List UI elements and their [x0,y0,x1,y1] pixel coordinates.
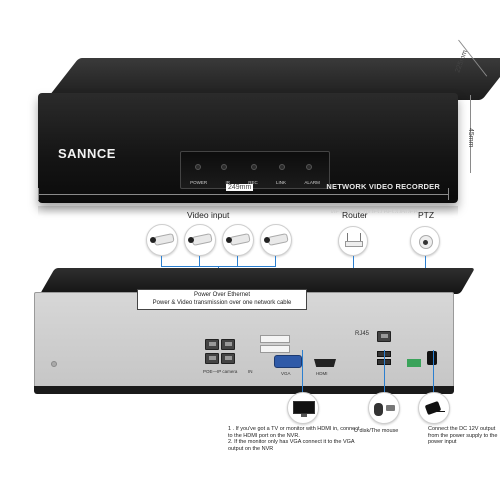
vga-note: 2. If the monitor only has VGA connect i… [228,439,355,452]
width-dimension-tick-right [448,188,449,200]
poe-callout-title: Power Over Ethernet [193,292,251,298]
ptz-camera-icon [410,226,440,256]
poe-port [205,353,219,364]
alarm-led [306,164,312,170]
rj45-label: RJ45 [355,331,370,337]
hdmi-label: HDMI [316,371,328,376]
brand-logo: SANNCE [58,146,116,161]
display-wire [302,350,303,394]
camera-wire [199,256,200,266]
vga-port [274,355,302,368]
power-note: Connect the DC 12V output from the power… [428,426,498,445]
led-indicator-panel: POWER IR REC LINK ALARM [180,151,330,189]
led-label: LINK [276,180,287,185]
height-dimension-label: 45mm [467,128,474,148]
camera-wire [161,256,162,266]
usb-mouse-icon [368,392,400,424]
width-dimension-tick-left [38,188,39,200]
width-dimension-label: 249mm [226,184,254,191]
rec-led [251,164,257,170]
sticker [260,345,290,353]
rs485-terminal [407,359,421,367]
nvr-reflection: NETWORK VIDEO RECORDER [38,206,458,216]
usb-wire [384,350,385,394]
led-label: REC [248,180,258,185]
height-dimension-line [470,95,471,173]
camera-wire [237,256,238,266]
camera-icon [146,224,178,256]
camera-wire [275,256,276,266]
power-led [195,164,201,170]
poe-ports-label: POE—IP camera [203,369,238,374]
poe-port [221,339,235,350]
led-labels: POWER IR REC LINK ALARM [181,180,329,185]
poe-callout-desc: Power & Video transmission over one netw… [152,299,292,306]
poe-port [205,339,219,350]
display-note: 1 . If you've got a TV or monitor with H… [228,426,360,452]
model-label: NETWORK VIDEO RECORDER [326,182,440,191]
ir-led [221,164,227,170]
nvr-rear-base [34,386,454,394]
nvr-front-view: SANNCE POWER IR REC LINK ALARM NETWORK V… [18,38,500,216]
hdmi-port [314,359,336,367]
poe-port [221,353,235,364]
router-icon [338,226,368,256]
poe-callout: Power Over Ethernet Power & Video transm… [137,289,307,310]
power-adapter-icon [418,392,450,424]
led-label: IR [225,180,230,185]
video-input-label: Video input [187,210,230,220]
dc-power-input [427,351,437,365]
nvr-rear-view: POE—IP camera IN VGA HDMI RJ45 [28,268,476,396]
hdmi-note: 1 . If you've got a TV or monitor with H… [228,426,360,439]
ptz-label: PTZ [418,210,435,220]
camera-icon [260,224,292,256]
screw [51,361,57,367]
led-label: ALARM [304,180,320,185]
sticker [260,335,290,343]
vga-label: VGA [281,371,291,376]
usb-note: U disk/The mouse [354,428,399,434]
rj45-port [377,331,391,342]
camera-icon [222,224,254,256]
monitor-icon [287,392,319,424]
camera-icon [184,224,216,256]
width-dimension-line [38,194,448,195]
router-label: Router [342,210,368,220]
power-wire [433,350,434,394]
in-label: IN [248,369,253,374]
link-led [279,164,285,170]
led-label: POWER [190,180,208,185]
